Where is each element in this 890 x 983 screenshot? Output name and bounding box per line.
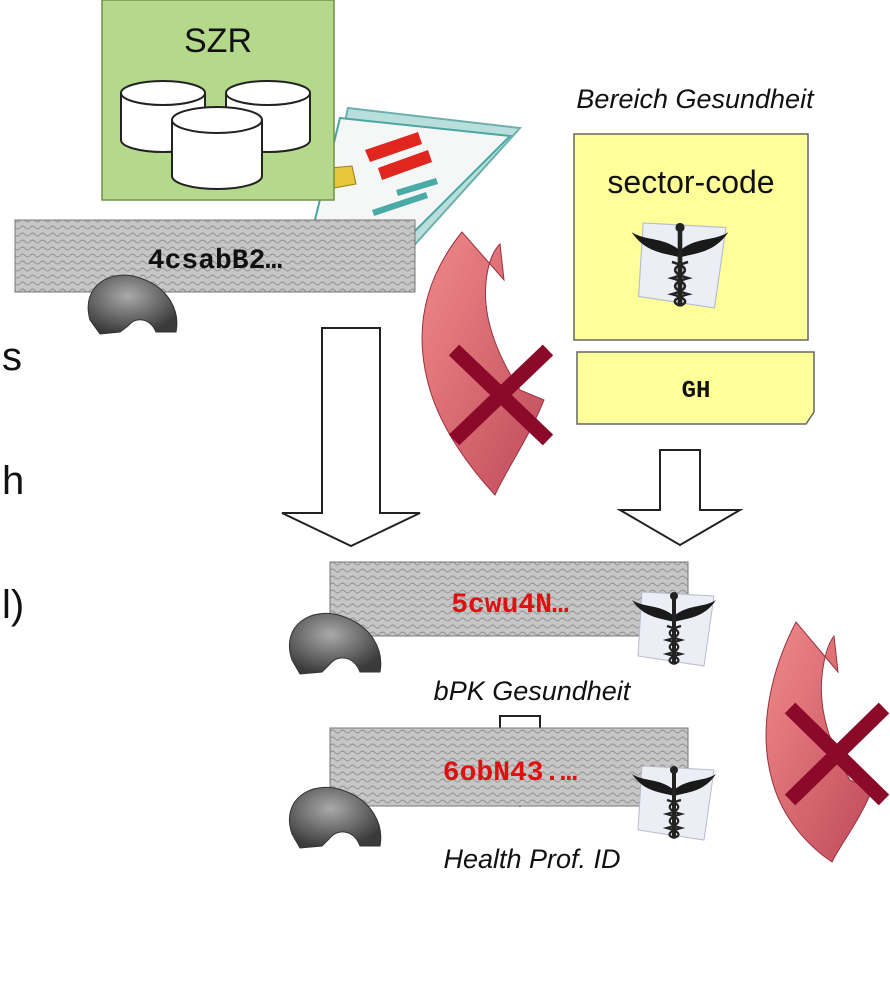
bpk-tag: 5cwu4N…	[329, 561, 689, 637]
health-prof-id-tag-lower: 6obN43.…	[329, 727, 689, 807]
left-fragment-2: h	[2, 459, 24, 503]
health-prof-id-value: 6obN43.…	[443, 758, 578, 789]
blocked-arrow-icon	[421, 231, 545, 496]
bpk-caption: bPK Gesundheit	[434, 676, 632, 706]
szr-registry: SZR	[101, 0, 335, 201]
sector-key-tag: GH	[576, 351, 815, 425]
person-head-icon	[87, 274, 178, 335]
cross-icon	[784, 702, 890, 806]
source-id-value: 4csabB2…	[148, 246, 283, 277]
source-id-tag: 4csabB2…	[14, 219, 416, 293]
caduceus-icon	[630, 590, 718, 668]
health-prof-id-caption: Health Prof. ID	[443, 844, 620, 874]
caduceus-icon	[630, 221, 730, 310]
caduceus-icon	[630, 764, 718, 842]
database-icon	[171, 106, 263, 190]
left-fragment-3: l)	[2, 583, 24, 627]
left-fragment-1: s	[2, 335, 22, 379]
sector-code-card: sector-code	[573, 133, 809, 341]
sector-region-label: Bereich Gesundheit	[576, 84, 815, 114]
down-arrow-icon	[616, 449, 744, 547]
bpk-value: 5cwu4N…	[451, 590, 569, 621]
person-head-icon	[289, 786, 382, 849]
smartcard-icon	[310, 106, 523, 252]
person-head-icon	[289, 612, 382, 675]
sector-code-label: sector-code	[607, 164, 774, 200]
down-arrow-icon	[281, 327, 421, 548]
sector-key-value: GH	[682, 378, 711, 405]
cross-icon	[448, 344, 554, 446]
szr-label: SZR	[184, 22, 252, 60]
